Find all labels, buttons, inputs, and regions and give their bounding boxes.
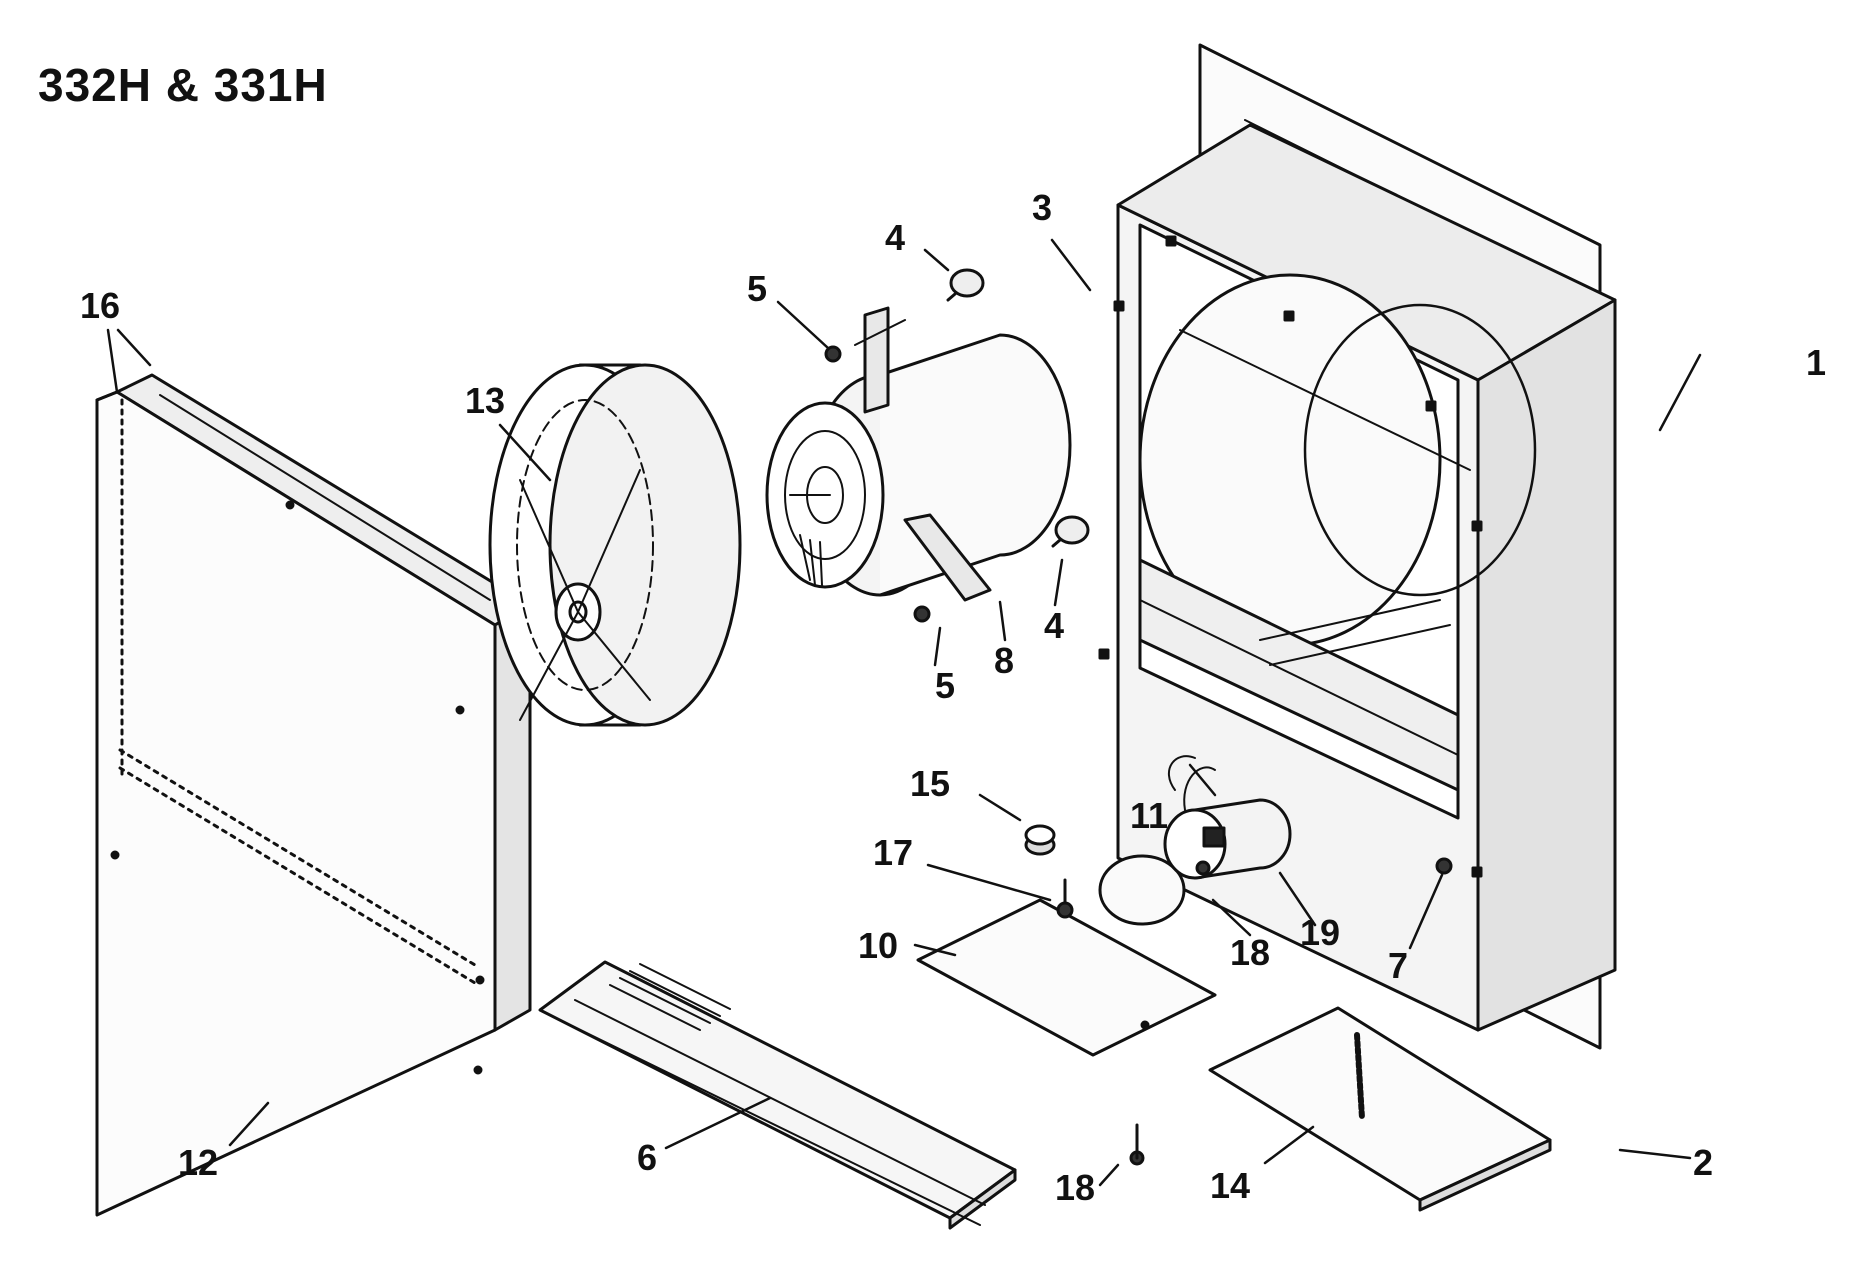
callout-2: 2: [1693, 1142, 1714, 1183]
part-13-blower-wheel: [488, 363, 742, 727]
part-18-screw-upper: [1195, 860, 1211, 876]
callout-13: 13: [465, 380, 506, 421]
part-4-mount-upper: [946, 268, 985, 302]
callout-18-lower: 18: [1055, 1167, 1096, 1208]
callout-4-lower: 4: [1044, 605, 1065, 646]
part-12-front-panel: [95, 373, 532, 1217]
callout-17: 17: [873, 832, 914, 873]
callout-14: 14: [1210, 1165, 1251, 1206]
part-10-cover-plate: [916, 898, 1217, 1057]
callout-5-lower: 5: [935, 665, 956, 706]
part-7-nut: [1435, 857, 1453, 875]
part-11-wires: [1168, 755, 1216, 811]
callout-12: 12: [178, 1142, 219, 1183]
callout-5-upper: 5: [747, 268, 768, 309]
part-5-nut-upper: [824, 345, 842, 363]
part-17-screw: [1056, 878, 1074, 919]
callout-6: 6: [637, 1137, 658, 1178]
part-5-nut-lower: [913, 605, 931, 623]
callout-8: 8: [994, 640, 1015, 681]
part-18-screw-lower: [1129, 1123, 1145, 1166]
leader-lines: [106, 238, 1702, 1187]
callout-10: 10: [858, 925, 899, 966]
page-title: 332H & 331H: [38, 59, 328, 111]
part-15-knob: [1024, 824, 1056, 856]
callout-11: 11: [1130, 795, 1169, 836]
part-19-capacitor: [1098, 798, 1292, 926]
part-3-housing: [1098, 123, 1617, 1032]
callout-19: 19: [1300, 912, 1341, 953]
motor-assembly: [765, 306, 1072, 602]
callout-18-upper: 18: [1230, 932, 1271, 973]
callout-1: 1: [1806, 342, 1827, 383]
callout-3: 3: [1032, 187, 1053, 228]
part-14-spring: [1354, 1032, 1365, 1121]
callout-7: 7: [1388, 945, 1409, 986]
callout-4-upper: 4: [885, 217, 906, 258]
part-2-base-tray: [1208, 1006, 1552, 1212]
part-4-mount-lower: [1051, 515, 1090, 548]
part-6-bottom-rail: [538, 960, 1017, 1230]
callout-16: 16: [80, 285, 121, 326]
callout-15: 15: [910, 763, 951, 804]
